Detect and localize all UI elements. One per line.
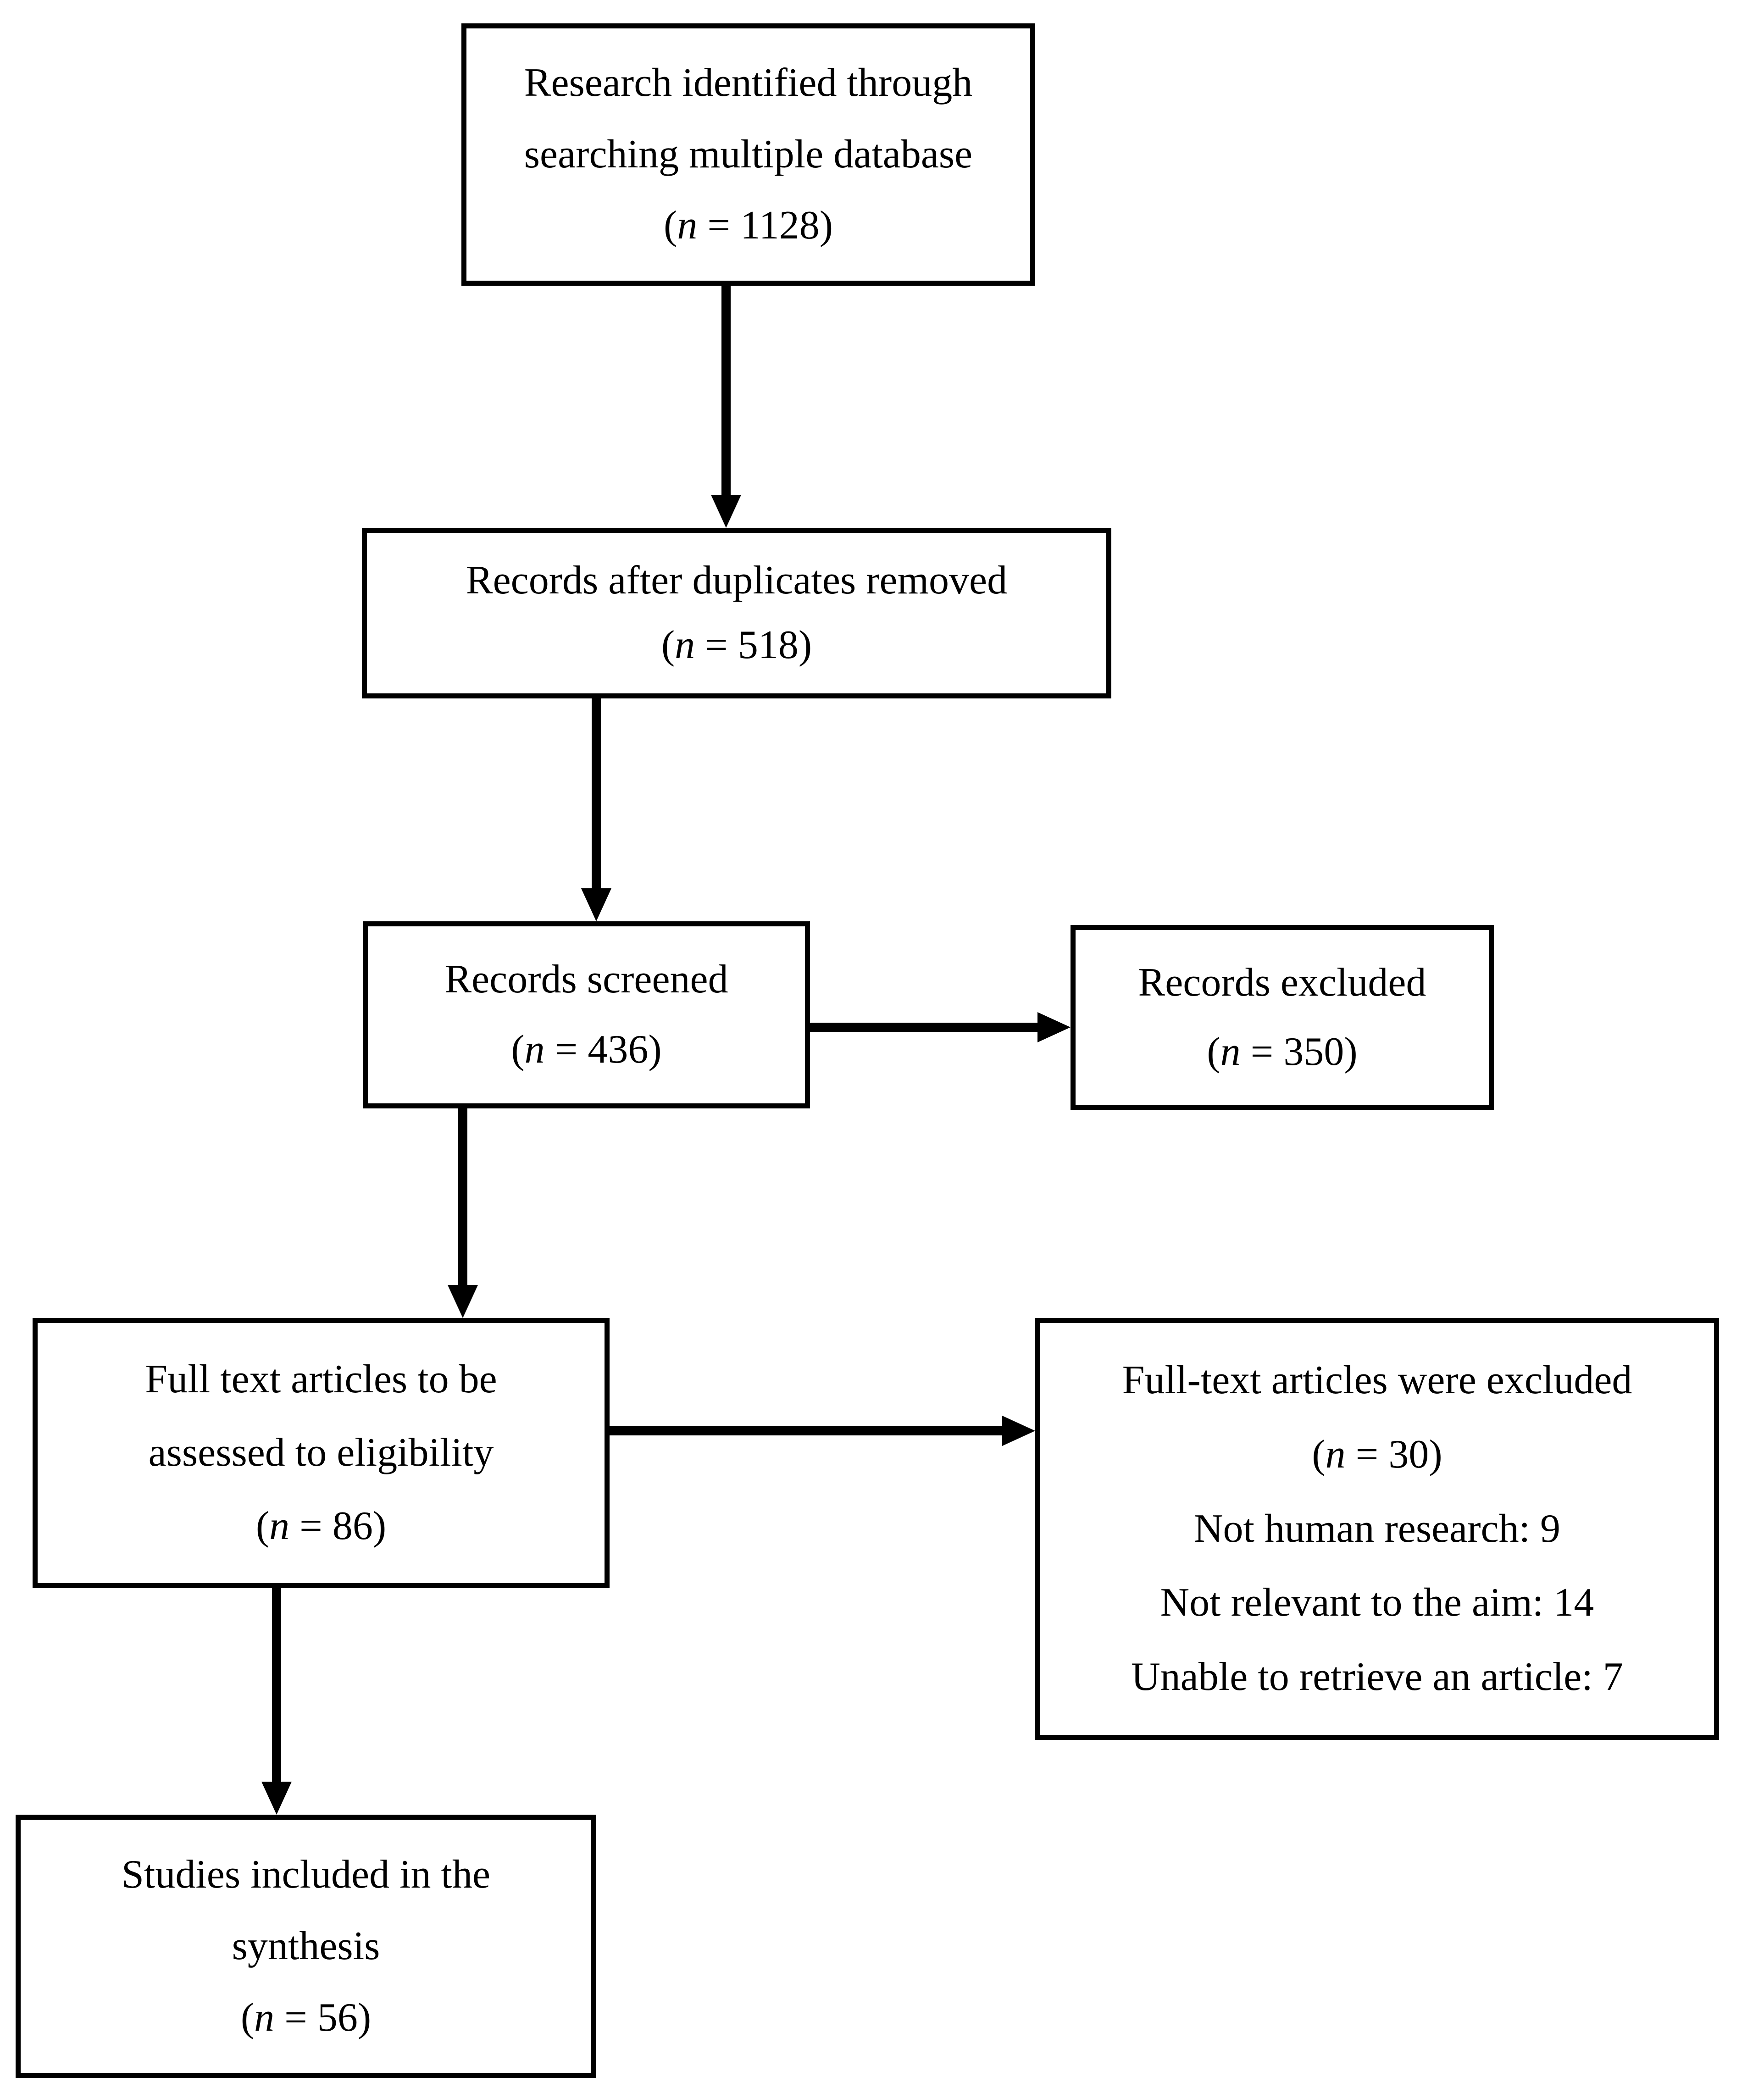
count-value: 350 — [1283, 1029, 1344, 1074]
box-text-line: Research identified through — [524, 61, 973, 105]
box-text-line: Studies included in the — [121, 1852, 491, 1897]
arrow-shaft — [610, 1426, 1003, 1435]
equals-sign: = — [1240, 1029, 1284, 1074]
paren-close: ) — [1429, 1432, 1442, 1477]
exclusion-reason: Unable to retrieve an article: 7 — [1131, 1655, 1623, 1700]
n-symbol: n — [675, 623, 695, 668]
arrow-right-eligibility-to-excluded — [610, 1416, 1035, 1446]
equals-sign: = — [274, 1995, 317, 2040]
record-count: (n = 1128) — [664, 205, 833, 247]
arrow-shaft — [810, 1023, 1038, 1032]
record-count: (n = 86) — [256, 1505, 386, 1547]
arrowhead-down-icon — [261, 1782, 292, 1815]
arrow-right-screened-to-excluded — [810, 1012, 1071, 1042]
arrowhead-right-icon — [1002, 1416, 1035, 1446]
paren-open: ( — [255, 1504, 270, 1549]
record-count: (n = 350) — [1207, 1029, 1358, 1074]
n-symbol: n — [677, 203, 698, 248]
count-value: 518 — [738, 623, 799, 668]
paren-close: ) — [1344, 1029, 1358, 1074]
box-studies-included: Studies included in the synthesis (n = 5… — [16, 1815, 596, 2078]
equals-sign: = — [695, 623, 738, 668]
box-duplicates-removed: Records after duplicates removed (n = 51… — [362, 528, 1111, 698]
arrow-shaft — [721, 286, 731, 496]
n-symbol: n — [269, 1504, 290, 1549]
equals-sign: = — [697, 203, 740, 248]
arrow-shaft — [592, 698, 601, 889]
equals-sign: = — [544, 1027, 588, 1072]
paren-close: ) — [798, 623, 812, 668]
count-value: 30 — [1388, 1432, 1429, 1477]
box-text-line: Records screened — [444, 957, 728, 1002]
equals-sign: = — [289, 1504, 333, 1549]
box-text-line: Full text articles to be — [145, 1357, 497, 1402]
arrowhead-down-icon — [711, 495, 741, 528]
paren-close: ) — [357, 1995, 372, 2040]
record-count: (n = 56) — [240, 1995, 372, 2040]
box-fulltext-eligibility: Full text articles to be assessed to eli… — [33, 1318, 610, 1588]
box-records-screened: Records screened (n = 436) — [363, 921, 810, 1108]
n-symbol: n — [1220, 1029, 1241, 1074]
exclusion-reason: Not relevant to the aim: 14 — [1160, 1580, 1594, 1625]
paren-open: ( — [661, 623, 675, 668]
box-identification: Research identified through searching mu… — [461, 23, 1035, 286]
box-text-line: synthesis — [232, 1923, 380, 1968]
arrow-shaft — [458, 1108, 467, 1286]
box-text-line: Records after duplicates removed — [466, 558, 1008, 603]
paren-open: ( — [664, 203, 677, 248]
box-records-excluded: Records excluded (n = 350) — [1071, 925, 1494, 1110]
equals-sign: = — [1345, 1432, 1389, 1477]
arrowhead-right-icon — [1037, 1012, 1071, 1042]
paren-open: ( — [1207, 1029, 1220, 1074]
n-symbol: n — [1325, 1432, 1346, 1477]
paren-open: ( — [1312, 1432, 1326, 1477]
arrow-down-identification-to-duplicates — [711, 286, 741, 528]
box-text-line: assessed to eligibility — [148, 1430, 494, 1475]
paren-close: ) — [372, 1504, 387, 1549]
count-value: 56 — [317, 1995, 358, 2040]
record-count: (n = 436) — [511, 1029, 661, 1071]
paren-close: ) — [819, 203, 833, 248]
record-count: (n = 30) — [1312, 1432, 1442, 1477]
exclusion-reason: Not human research: 9 — [1193, 1506, 1561, 1551]
n-symbol: n — [254, 1995, 275, 2040]
record-count: (n = 518) — [661, 624, 812, 666]
arrowhead-down-icon — [581, 888, 611, 921]
box-text-line: searching multiple database — [524, 132, 973, 177]
count-value: 86 — [332, 1504, 373, 1549]
paren-close: ) — [648, 1027, 662, 1072]
arrow-down-duplicates-to-screened — [581, 698, 611, 921]
box-text-line: Records excluded — [1138, 960, 1426, 1005]
box-text-line: Full-text articles were excluded — [1122, 1358, 1632, 1403]
count-value: 436 — [588, 1027, 649, 1072]
arrow-down-eligibility-to-included — [261, 1588, 292, 1815]
box-fulltext-excluded: Full-text articles were excluded (n = 30… — [1035, 1318, 1719, 1740]
arrow-shaft — [272, 1588, 281, 1783]
paren-open: ( — [240, 1995, 255, 2040]
n-symbol: n — [524, 1027, 545, 1072]
arrowhead-down-icon — [448, 1285, 478, 1318]
arrow-down-screened-to-eligibility — [448, 1108, 478, 1318]
paren-open: ( — [511, 1027, 525, 1072]
count-value: 1128 — [740, 203, 820, 248]
